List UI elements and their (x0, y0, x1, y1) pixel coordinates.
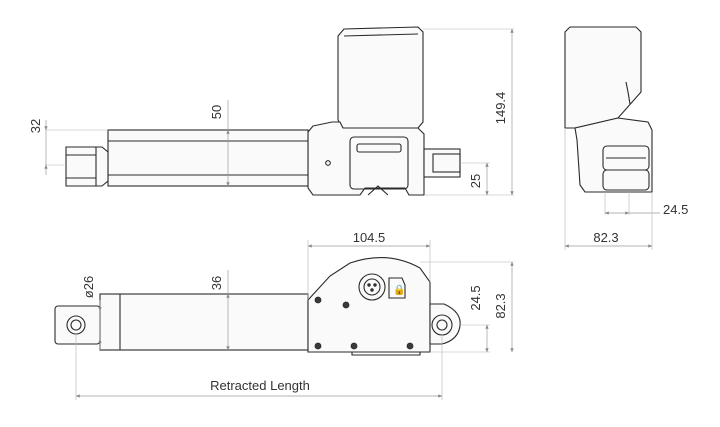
side-gearbox (574, 117, 653, 193)
connector-pin (367, 283, 371, 287)
dim-25-label: 25 (468, 174, 483, 188)
connector-inner (363, 278, 381, 296)
dim-50-label: 50 (209, 105, 224, 119)
dim-36-label: 36 (209, 276, 224, 290)
dim-24-5-side-label: 24.5 (663, 202, 688, 217)
dim-82-3-side-label: 82.3 (593, 230, 618, 245)
motor-edge (343, 33, 419, 37)
dim-104-5-label: 104.5 (353, 230, 386, 245)
retracted-length-label: Retracted Length (210, 378, 310, 393)
port-cap (388, 277, 406, 299)
housing-screw (350, 342, 358, 350)
outer-tube (107, 129, 309, 187)
rear-clevis (423, 148, 461, 178)
dimension-lines (44, 28, 660, 400)
top-view (65, 26, 461, 196)
connector-pin (370, 288, 374, 292)
motor-housing (337, 26, 424, 129)
housing-screw (406, 342, 414, 350)
gearbox-slot (356, 143, 402, 153)
housing-screw (342, 301, 350, 309)
bottom-rod-end (54, 305, 101, 345)
gearbox-cover (349, 136, 409, 190)
dim-32-label: 32 (28, 119, 43, 133)
side-view (564, 26, 653, 193)
connector-pin (373, 283, 377, 287)
bottom-view: 🔒 (54, 257, 461, 356)
bottom-housing (307, 257, 431, 353)
side-slot-lower (602, 169, 650, 191)
rear-eye (429, 303, 461, 345)
rod-end (65, 146, 109, 187)
housing-screw (314, 342, 322, 350)
lock-icon: 🔒 (393, 284, 405, 296)
connector-outer (358, 273, 386, 301)
dimension-labels: 32 50 149.4 25 24.5 82.3 104.5 ø26 36 24… (28, 92, 688, 393)
dim-d26-label: ø26 (81, 276, 96, 298)
gearbox (307, 121, 425, 196)
housing-base (351, 352, 421, 356)
side-motor-housing (564, 26, 642, 129)
mount-screw (325, 160, 331, 166)
cable-notch (367, 185, 389, 196)
dim-82-3-bottom-label: 82.3 (493, 293, 508, 318)
side-cable (625, 81, 631, 105)
dim-149-4-label: 149.4 (493, 92, 508, 125)
dim-24-5-bottom-label: 24.5 (468, 285, 483, 310)
bottom-outer-tube (99, 293, 309, 351)
rear-eye-inner (436, 319, 448, 331)
rod-eye-inner (70, 319, 82, 331)
housing-screw (314, 296, 322, 304)
